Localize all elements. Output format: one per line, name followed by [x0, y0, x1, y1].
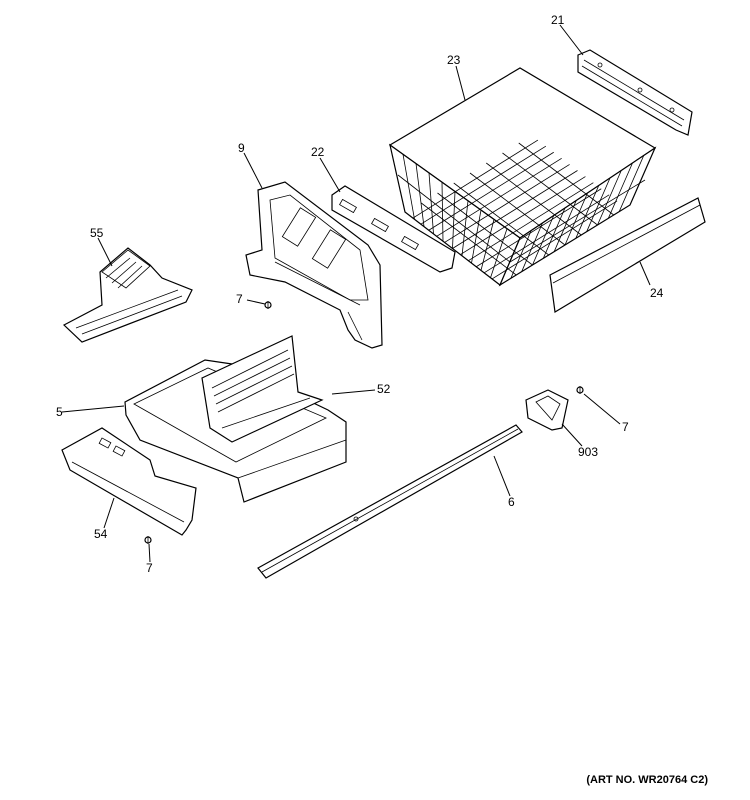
label-24: 24	[650, 286, 664, 300]
label-9: 9	[238, 141, 245, 155]
leader-lines	[61, 24, 651, 563]
part-52-cover	[201, 335, 324, 443]
label-7c: 7	[146, 561, 153, 575]
part-9-frame	[245, 181, 383, 349]
art-number: (ART NO. WR20764 C2)	[586, 774, 708, 786]
label-21: 21	[551, 13, 565, 27]
label-6: 6	[508, 495, 515, 509]
label-54: 54	[94, 527, 108, 541]
part-903-clip	[525, 389, 569, 431]
label-23: 23	[447, 53, 461, 67]
label-903: 903	[578, 445, 598, 459]
label-7b: 7	[622, 420, 629, 434]
part-7-screw-c	[144, 536, 152, 544]
part-22-bracket	[331, 185, 456, 273]
part-24-front-panel	[549, 197, 706, 313]
basket-wires	[397, 139, 646, 280]
label-7a: 7	[236, 292, 243, 306]
label-5: 5	[56, 405, 63, 419]
label-22: 22	[311, 145, 325, 159]
label-52: 52	[377, 382, 391, 396]
part-54-slide-bracket	[61, 427, 197, 536]
part-7-screw-b	[576, 386, 584, 394]
part-55-grille	[62, 247, 193, 343]
part-21-rail	[577, 49, 693, 136]
label-55: 55	[90, 226, 104, 240]
part-23-wire-basket	[388, 67, 657, 287]
part-6-long-rail	[257, 424, 523, 579]
part-7-screw-a	[264, 301, 272, 309]
